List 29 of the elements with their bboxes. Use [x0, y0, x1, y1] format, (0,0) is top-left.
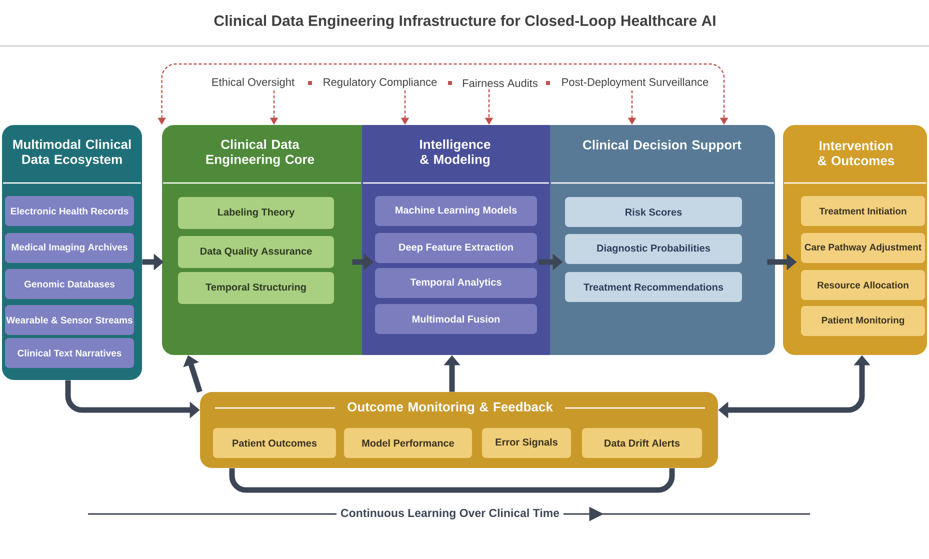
oversight-label: Regulatory Compliance	[324, 78, 437, 88]
item-box: Data Drift Alerts	[582, 428, 702, 458]
oversight-label: Ethical Oversight	[212, 78, 294, 88]
item-box: Treatment Initiation	[801, 196, 925, 226]
item-box: Risk Scores	[565, 197, 742, 227]
item-box: Medical Imaging Archives	[5, 233, 134, 263]
title: Clinical Data Engineering Infrastructure for Closed-Loop Healthcare AI	[214, 14, 716, 30]
item-box: Patient Monitoring	[801, 306, 925, 336]
item-box: Genomic Databases	[5, 269, 134, 299]
item-box: Diagnostic Probabilities	[565, 234, 742, 264]
item-box: Model Performance	[344, 428, 472, 458]
item-box: Error Signals	[482, 428, 571, 458]
item-box: Temporal Analytics	[375, 268, 537, 298]
item-box: Care Pathway Adjustment	[801, 233, 925, 263]
item-box: Clinical Text Narratives	[5, 338, 134, 368]
item-box: Resource Allocation	[801, 270, 925, 300]
item-box: Labeling Theory	[178, 197, 334, 229]
item-box: Treatment Recommendations	[565, 272, 742, 302]
item-box: Machine Learning Models	[375, 196, 537, 226]
item-box: Data Quality Assurance	[178, 236, 334, 268]
timeline-label: Continuous Learning Over Clinical Time	[336, 504, 564, 524]
item-box: Electronic Health Records	[5, 196, 134, 226]
item-box: Patient Outcomes	[213, 428, 336, 458]
item-box: Wearable & Sensor Streams	[5, 305, 134, 335]
oversight-label: Fairness Audits	[463, 78, 538, 88]
oversight-label: Post-Deployment Surveillance	[562, 78, 708, 88]
item-box: Temporal Structuring	[178, 272, 334, 304]
item-box: Multimodal Fusion	[375, 304, 537, 334]
item-box: Deep Feature Extraction	[375, 233, 537, 263]
